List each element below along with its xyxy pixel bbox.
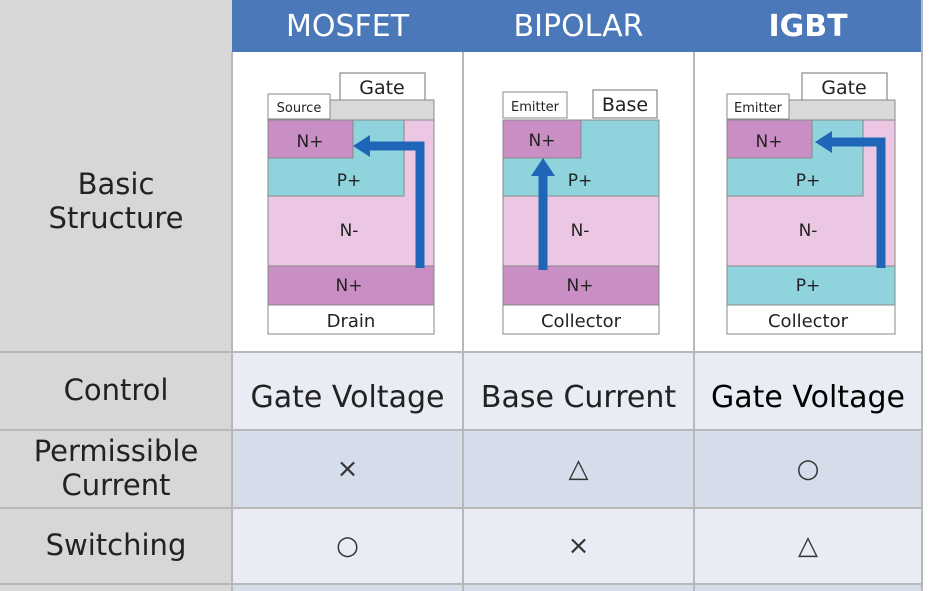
grid-line xyxy=(0,507,922,509)
header-corner xyxy=(0,0,232,52)
bipolar-base-label: Base xyxy=(602,94,648,116)
grid-line xyxy=(0,351,922,353)
igbt-current-arrow xyxy=(829,137,886,268)
mosfet-structure-diagram: Gate Source N+ P+ N- N+ Drain xyxy=(267,72,435,335)
switching-igbt: △ xyxy=(694,508,922,584)
bipolar-arrow-head xyxy=(531,158,555,176)
bipolar-layer-2: P+ xyxy=(568,171,593,191)
column-header-igbt: IGBT xyxy=(694,0,922,52)
mosfet-current-arrow xyxy=(367,141,425,268)
control-igbt: Gate Voltage xyxy=(694,352,922,430)
igbt-layer-2: P+ xyxy=(796,171,821,191)
row-label-permissible-current: Permissible Current xyxy=(0,430,232,508)
next-row-strip xyxy=(232,584,922,591)
igbt-arrow-head xyxy=(815,131,832,153)
switching-mosfet: ○ xyxy=(232,508,463,584)
igbt-emitter-label: Emitter xyxy=(734,101,783,116)
igbt-layer-3: N- xyxy=(799,221,818,241)
row-label-control: Control xyxy=(0,352,232,430)
igbt-gate-label: Gate xyxy=(821,77,867,99)
current-mosfet: × xyxy=(232,430,463,508)
igbt-structure-cell: Gate Emitter N+ P+ N- P+ Collector xyxy=(694,52,922,352)
igbt-collector-label: Collector xyxy=(768,311,849,332)
row-label-basic-structure: Basic Structure xyxy=(0,52,232,352)
bipolar-layer-4: N+ xyxy=(567,276,594,296)
grid-line xyxy=(0,429,922,431)
mosfet-source-label: Source xyxy=(277,101,322,116)
bipolar-structure-diagram: Base Emitter N+ P+ N- N+ Collector xyxy=(502,89,660,335)
mosfet-layer-2: P+ xyxy=(337,171,362,191)
switching-bipolar: × xyxy=(463,508,694,584)
bipolar-collector-label: Collector xyxy=(541,311,622,332)
igbt-layer-4: P+ xyxy=(796,276,821,296)
igbt-structure-diagram: Gate Emitter N+ P+ N- P+ Collector xyxy=(726,72,896,335)
bipolar-structure-cell: Base Emitter N+ P+ N- N+ Collector xyxy=(463,52,694,352)
bipolar-layer-3: N- xyxy=(571,221,590,241)
row-label-switching: Switching xyxy=(0,508,232,584)
next-row-label-strip xyxy=(0,584,232,591)
control-bipolar: Base Current xyxy=(463,352,694,430)
control-mosfet: Gate Voltage xyxy=(232,352,463,430)
bipolar-emitter-label: Emitter xyxy=(511,100,560,115)
current-igbt: ○ xyxy=(694,430,922,508)
mosfet-drain-label: Drain xyxy=(327,311,376,332)
column-header-mosfet: MOSFET xyxy=(232,0,463,52)
mosfet-arrow-head xyxy=(353,135,370,157)
grid-line xyxy=(693,52,695,591)
grid-line xyxy=(231,52,233,591)
grid-line xyxy=(462,52,464,591)
mosfet-layer-1: N+ xyxy=(297,132,324,152)
current-bipolar: △ xyxy=(463,430,694,508)
grid-line xyxy=(0,583,922,585)
mosfet-structure-cell: Gate Source N+ P+ N- N+ Drain xyxy=(232,52,463,352)
mosfet-layer-4: N+ xyxy=(336,276,363,296)
column-header-bipolar: BIPOLAR xyxy=(463,0,694,52)
bipolar-layer-1: N+ xyxy=(529,131,556,151)
igbt-layer-1: N+ xyxy=(756,132,783,152)
mosfet-layer-3: N- xyxy=(340,221,359,241)
grid-line xyxy=(921,0,923,591)
mosfet-gate-label: Gate xyxy=(359,77,405,99)
